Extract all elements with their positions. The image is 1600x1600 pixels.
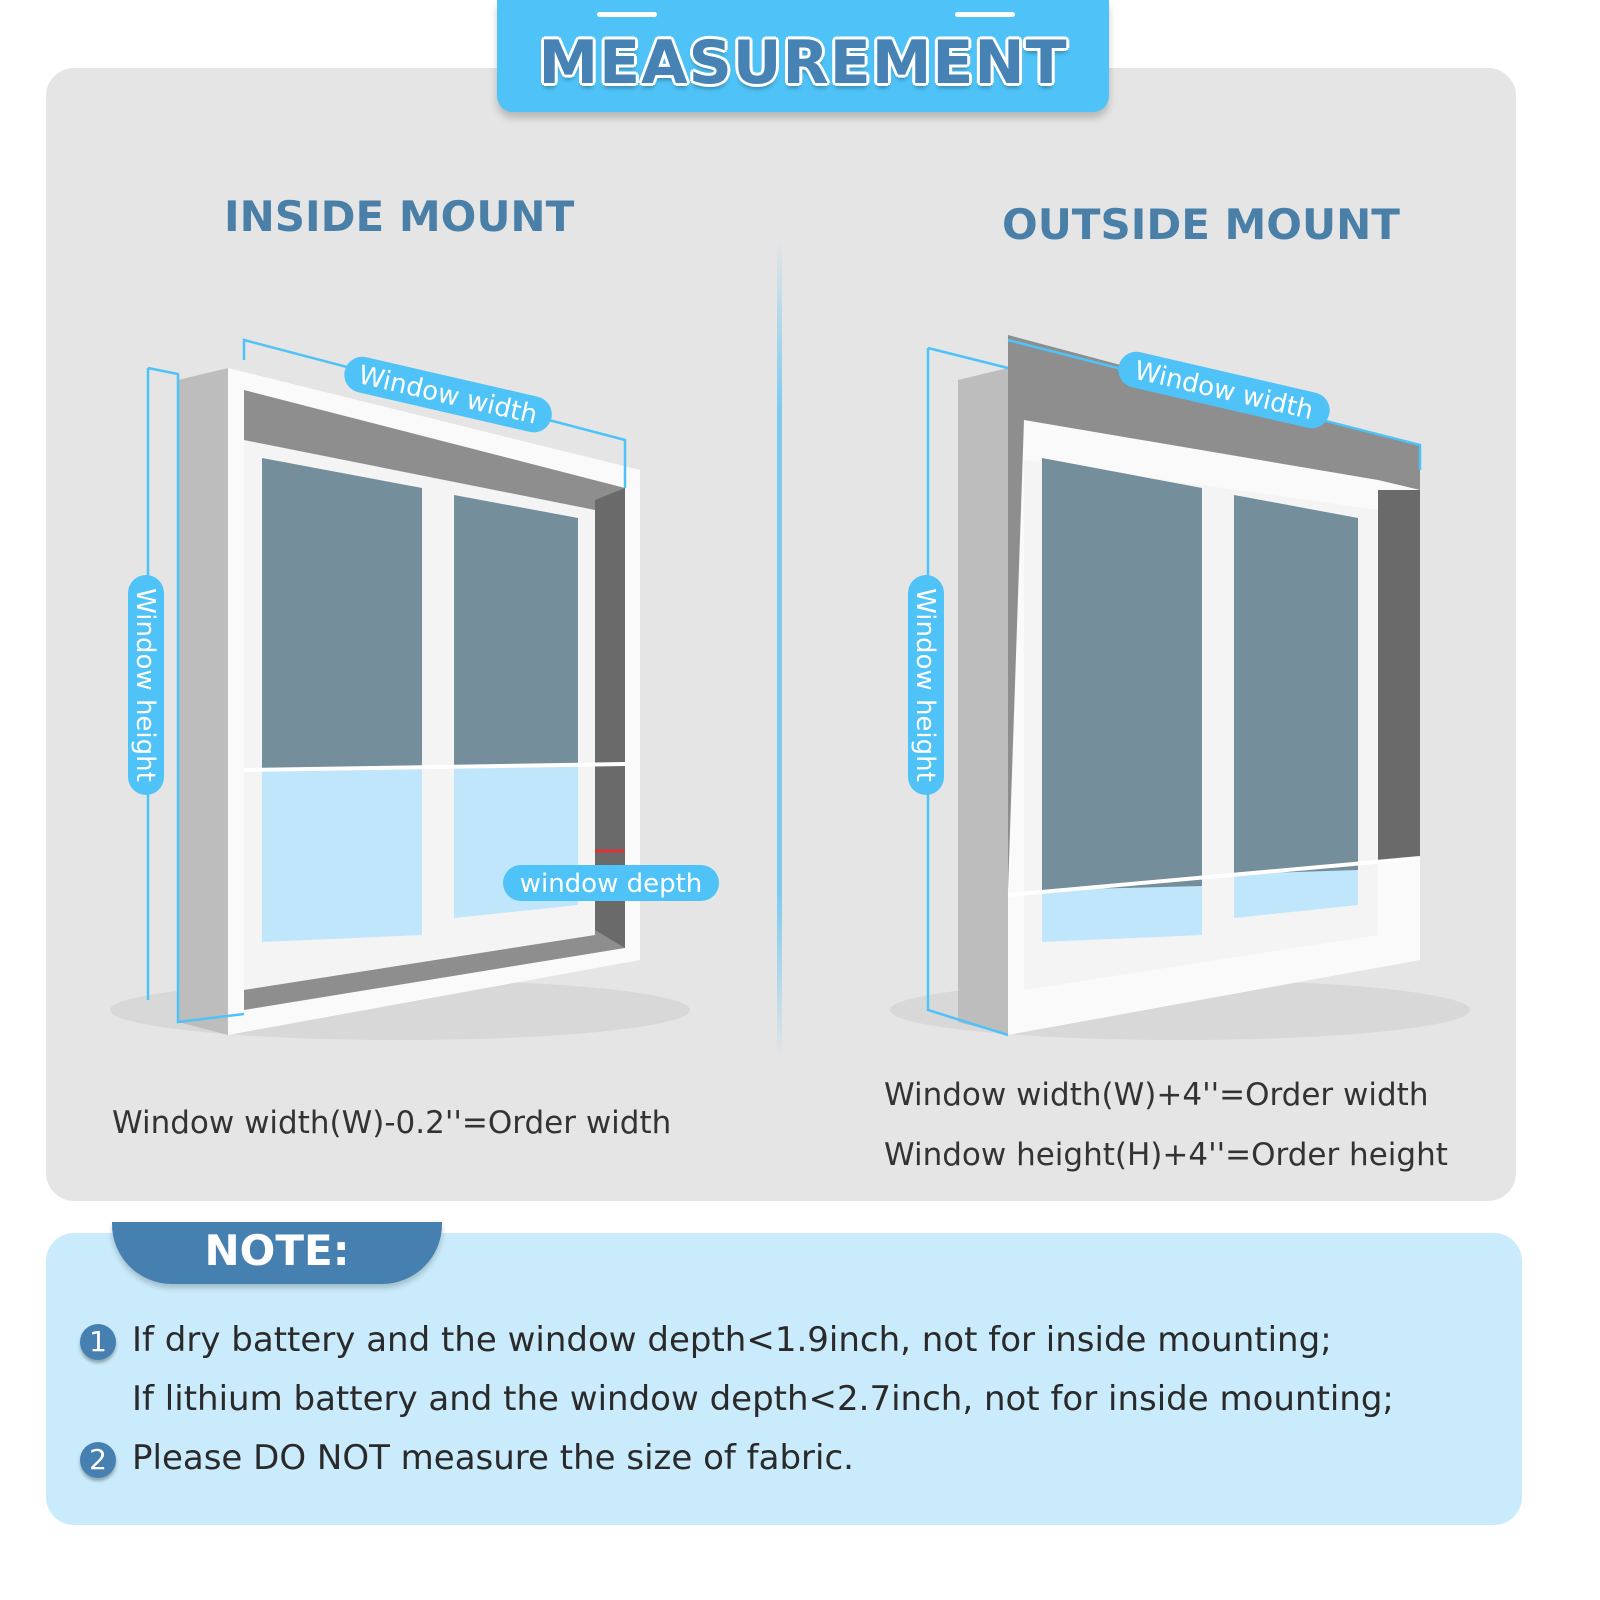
number-1-icon: 1 bbox=[80, 1324, 116, 1360]
note-line: If lithium battery and the window depth<… bbox=[132, 1379, 1394, 1419]
inside-mount-window: Window width Window height window depth bbox=[110, 338, 719, 1040]
note-line: Please DO NOT measure the size of fabric… bbox=[132, 1438, 854, 1478]
outside-formula-height: Window height(H)+4''=Order height bbox=[884, 1137, 1448, 1173]
inside-height-label: Window height bbox=[128, 575, 164, 795]
page-title: MEASUREMENT bbox=[538, 28, 1068, 98]
inside-formula: Window width(W)-0.2''=Order width bbox=[112, 1105, 672, 1141]
note-label: NOTE: bbox=[204, 1226, 350, 1275]
banner-decoration bbox=[597, 12, 657, 17]
banner-decoration bbox=[955, 12, 1015, 17]
svg-text:window depth: window depth bbox=[520, 869, 703, 899]
outside-mount-title: OUTSIDE MOUNT bbox=[1002, 200, 1400, 249]
outside-mount-window: Window width Window height bbox=[890, 335, 1470, 1040]
number-2-icon: 2 bbox=[80, 1442, 116, 1478]
svg-text:Window height: Window height bbox=[910, 588, 940, 782]
outside-height-label: Window height bbox=[908, 575, 944, 795]
header-banner: MEASUREMENT bbox=[497, 0, 1109, 112]
note-tab: NOTE: bbox=[112, 1222, 442, 1284]
window-diagrams: Window width Window height window depth … bbox=[110, 335, 1470, 1040]
inside-mount-title: INSIDE MOUNT bbox=[224, 192, 575, 241]
window-depth-label: window depth bbox=[503, 865, 719, 901]
outside-formula-width: Window width(W)+4''=Order width bbox=[884, 1077, 1429, 1113]
note-line: If dry battery and the window depth<1.9i… bbox=[132, 1320, 1332, 1360]
svg-text:Window height: Window height bbox=[130, 588, 160, 782]
section-divider bbox=[777, 240, 782, 1060]
